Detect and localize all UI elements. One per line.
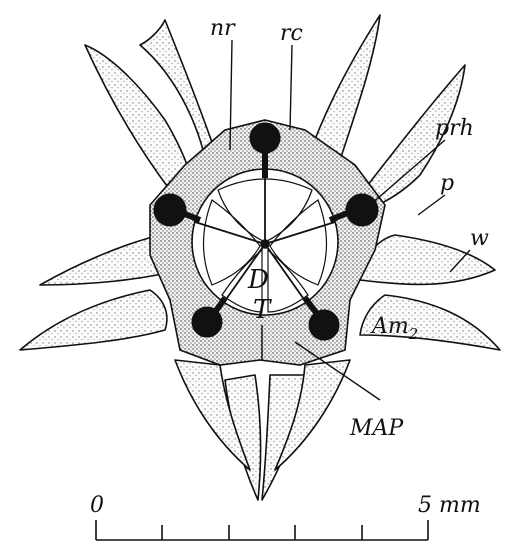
- scale-label-end: 5 mm: [418, 493, 481, 518]
- label-p: p: [440, 171, 454, 196]
- label-t: T: [253, 295, 272, 325]
- pore-top: [250, 123, 280, 153]
- label-d: D: [247, 265, 269, 295]
- label-rc: rc: [280, 21, 303, 46]
- scale-bar: [96, 520, 428, 540]
- label-nr: nr: [210, 16, 236, 41]
- pore-bottom-left: [192, 307, 222, 337]
- pore-left: [154, 194, 186, 226]
- pore-bottom-right: [309, 310, 339, 340]
- arm-bottom-left: [20, 290, 167, 350]
- label-prh: prh: [435, 116, 474, 141]
- leader-p: [418, 195, 445, 215]
- scale-label-start: 0: [90, 493, 104, 518]
- label-w: w: [470, 226, 489, 251]
- disc-center-dot: [261, 240, 269, 248]
- pore-right: [346, 194, 378, 226]
- leader-rc: [290, 45, 292, 130]
- label-map: MAP: [349, 416, 404, 441]
